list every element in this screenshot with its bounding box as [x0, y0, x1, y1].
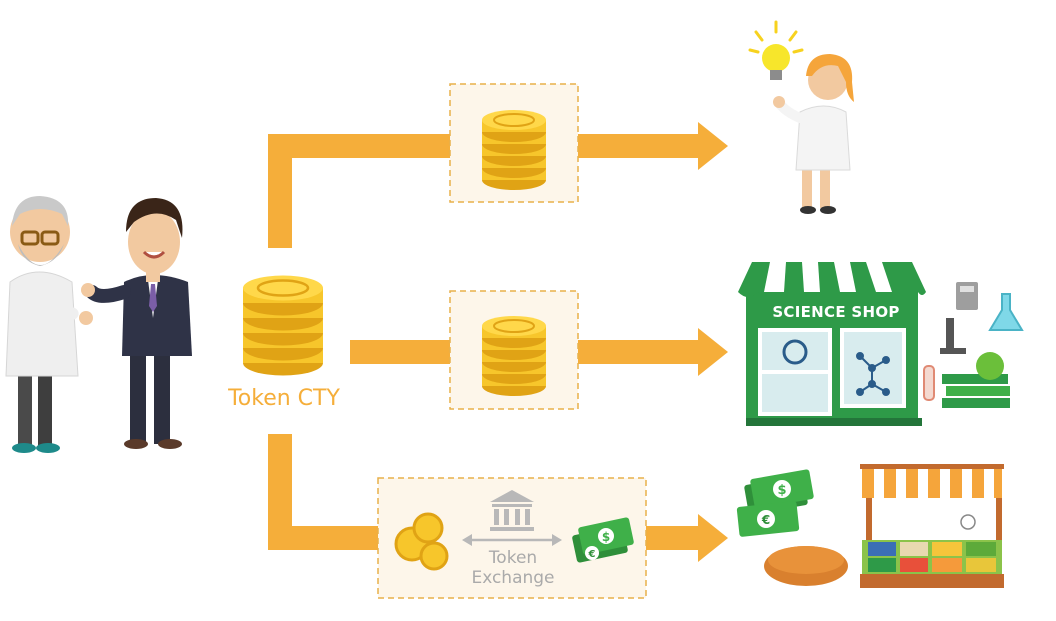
loose-coins-icon	[394, 512, 449, 571]
molecule-icon	[856, 352, 890, 396]
people-handshake-icon	[5, 196, 192, 453]
science-shop-icon	[738, 262, 926, 426]
coin-stack-icon	[241, 274, 325, 377]
shop-awning	[738, 262, 926, 297]
coin-stack-icon	[481, 109, 547, 191]
token-cty-label: Token CTY	[228, 386, 340, 411]
connector-lines	[268, 122, 728, 562]
market-stall-icon	[860, 464, 1004, 588]
produce-icon	[868, 542, 996, 572]
lab-equipment-icon	[923, 282, 1024, 408]
scientist-man-icon	[5, 196, 93, 453]
token-exchange-line1: Token	[488, 548, 538, 568]
exchange-double-arrow-icon	[462, 534, 562, 546]
bank-icon	[490, 490, 534, 531]
science-shop-sign: SCIENCE SHOP	[772, 303, 900, 321]
businessman-icon	[81, 198, 192, 449]
token-exchange-label: Token Exchange	[448, 548, 578, 588]
euro-symbol: €	[761, 513, 770, 527]
dollar-symbol: $	[602, 530, 610, 544]
lightbulb-icon	[748, 20, 804, 54]
money-icon: $ €	[736, 469, 814, 537]
bread-icon	[764, 546, 848, 586]
scientist-idea-icon	[748, 20, 854, 214]
money-icon: $ €	[572, 517, 634, 563]
dollar-symbol: $	[777, 483, 786, 498]
coin-stack-icon	[481, 315, 547, 397]
token-exchange-line2: Exchange	[471, 568, 555, 588]
stall-awning	[860, 464, 1004, 498]
euro-symbol: €	[588, 549, 596, 560]
